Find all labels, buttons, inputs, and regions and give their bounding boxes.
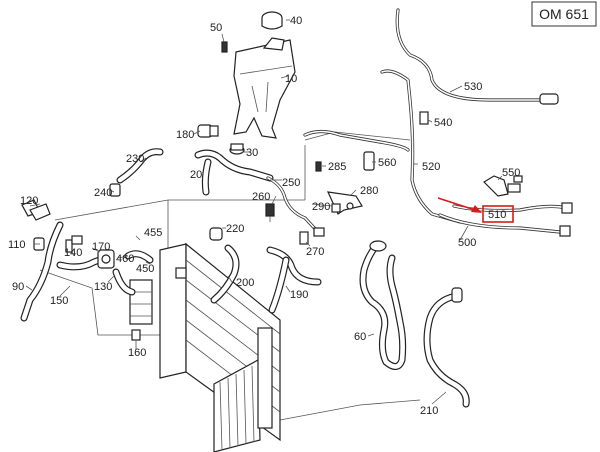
callout-230: 230 — [126, 153, 144, 165]
hose-20 — [194, 149, 274, 196]
callout-250: 250 — [282, 177, 300, 189]
callout-280: 280 — [360, 185, 378, 197]
hose-210 — [423, 287, 470, 408]
engine-code-label: OM 651 — [539, 6, 589, 22]
callout-200: 200 — [236, 277, 254, 289]
callout-530: 530 — [464, 81, 482, 93]
grommet-30 — [229, 143, 245, 155]
connector-140 — [65, 235, 83, 253]
callout-160: 160 — [128, 347, 146, 359]
callout-455: 455 — [144, 227, 162, 239]
clamp-120 — [21, 199, 51, 221]
callout-20: 20 — [190, 169, 202, 181]
intercooler — [213, 327, 273, 452]
callout-10: 10 — [285, 73, 297, 85]
callout-285: 285 — [328, 161, 346, 173]
callout-190: 190 — [290, 289, 308, 301]
sensor-270 — [299, 231, 309, 245]
pipe-300 — [303, 129, 410, 152]
hose-460-450 — [124, 250, 154, 264]
callout-210: 210 — [420, 405, 438, 417]
callout-510: 510 — [488, 209, 506, 221]
callout-550: 550 — [502, 167, 520, 179]
reservoir-cap — [261, 11, 283, 30]
valve-170 — [97, 249, 115, 269]
callout-120: 120 — [20, 195, 38, 207]
callout-labels: 50 40 10 180 30 230 240 20 250 260 290 2… — [8, 15, 520, 417]
callout-520: 520 — [422, 161, 440, 173]
callout-260: 260 — [252, 191, 270, 203]
callout-500: 500 — [458, 237, 476, 249]
leader-lines — [25, 19, 503, 405]
pipe-520 — [380, 69, 462, 224]
callout-90: 90 — [12, 281, 24, 293]
callout-270: 270 — [306, 246, 324, 258]
engine-badge: OM 651 — [531, 1, 597, 27]
callout-180: 180 — [176, 129, 194, 141]
hose-190 — [266, 246, 322, 314]
pipe-250 — [266, 176, 325, 237]
hose-60 — [359, 240, 407, 370]
bolt-285 — [315, 161, 322, 172]
hose-150 — [56, 252, 114, 271]
bolt-260 — [265, 203, 275, 222]
callout-450: 450 — [136, 263, 154, 275]
callout-560: 560 — [378, 157, 396, 169]
reservoir-bolt — [221, 41, 228, 53]
callout-540: 540 — [434, 117, 452, 129]
frame-lines — [39, 131, 421, 421]
clamp-180 — [197, 124, 219, 138]
clip-290 — [331, 203, 341, 213]
callout-130: 130 — [94, 281, 112, 293]
hose-130 — [112, 268, 136, 296]
callout-460: 460 — [116, 253, 134, 265]
clip-560 — [363, 151, 375, 171]
highlight-arrow — [437, 197, 482, 213]
highlight-box-510 — [482, 205, 514, 223]
hose-200 — [210, 244, 240, 304]
callout-40: 40 — [290, 15, 302, 27]
connector-550 — [483, 175, 523, 197]
callout-30: 30 — [246, 147, 258, 159]
callout-60: 60 — [354, 331, 366, 343]
callout-220: 220 — [226, 223, 244, 235]
callout-50: 50 — [210, 22, 222, 34]
pipe-530 — [395, 8, 559, 105]
callout-170: 170 — [92, 241, 110, 253]
hose-90 — [20, 221, 64, 322]
callout-240: 240 — [94, 187, 112, 199]
callout-150: 150 — [50, 295, 68, 307]
clip-540 — [419, 111, 429, 125]
callout-140: 140 — [64, 247, 82, 259]
callout-290: 290 — [312, 201, 330, 213]
callout-110: 110 — [8, 239, 26, 251]
coolant-reservoir — [233, 37, 296, 139]
clamp-220 — [209, 227, 223, 241]
